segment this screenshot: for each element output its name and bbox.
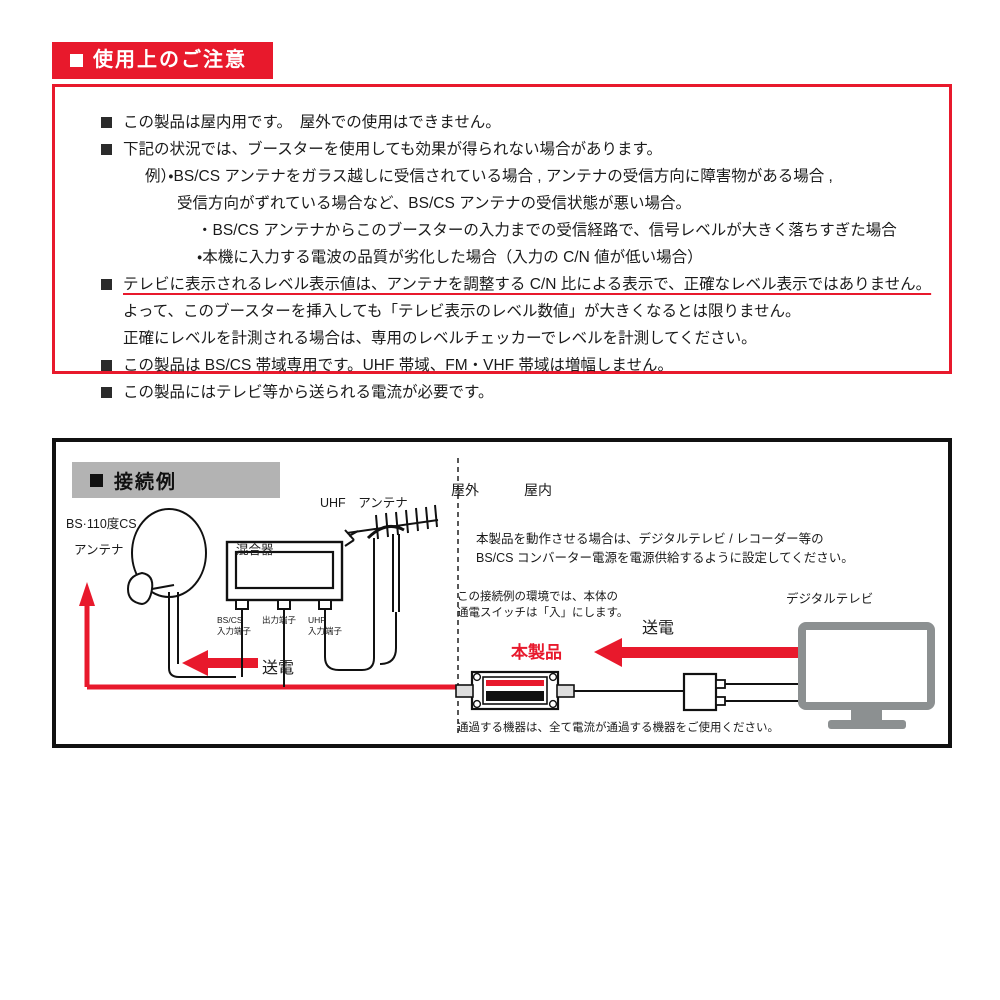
notice-line-10: この製品は BS/CS 帯域専用です。UHF 帯域、FM・VHF 帯域は増幅しま… bbox=[101, 352, 929, 379]
power-arrow-to-antenna-icon bbox=[79, 582, 95, 606]
info-text-line2: BS/CS コンバーター電源を電源供給するように設定してください。 bbox=[476, 551, 854, 565]
filled-square-icon bbox=[70, 54, 83, 67]
label-this-product: 本製品 bbox=[511, 643, 562, 662]
label-bs-antenna-line1: BS·110度CS bbox=[66, 517, 137, 531]
label-outdoor: 屋外 bbox=[451, 482, 479, 498]
notice-line-8: よって、このブースターを挿入しても「テレビ表示のレベル数値」が大きくなるとは限り… bbox=[123, 303, 801, 320]
switch-note-line1: この接続例の環境では、本体の bbox=[457, 591, 618, 603]
label-mixer: 混合器 bbox=[236, 543, 274, 557]
notice-header-banner: 使用上のご注意 bbox=[52, 42, 273, 79]
notice-line-7-underlined: テレビに表示されるレベル表示値は、アンテナを調整する C/N 比による表示で、正… bbox=[123, 276, 932, 293]
label-mixer-terminal-bscs-line2: 入力端子 bbox=[217, 626, 252, 636]
bs-cs-satellite-dish-icon bbox=[126, 508, 207, 652]
wall-outlet-icon bbox=[682, 672, 726, 712]
notice-line-11: この製品にはテレビ等から送られる電流が必要です。 bbox=[101, 379, 929, 406]
label-power-left: 送電 bbox=[262, 660, 295, 677]
label-digital-tv: デジタルテレビ bbox=[786, 592, 874, 606]
notice-line-1: この製品は屋内用です。 屋外での使用はできません。 bbox=[101, 109, 929, 136]
power-arrow-right-icon bbox=[594, 638, 858, 667]
booster-unit-icon bbox=[455, 670, 575, 711]
cable-uhf-to-mixer bbox=[354, 612, 397, 671]
bottom-note: 通過する機器は、全て電流が通過する機器をご使用ください。 bbox=[457, 722, 779, 734]
digital-tv-icon bbox=[798, 622, 935, 729]
notice-line-7: テレビに表示されるレベル表示値は、アンテナを調整する C/N 比による表示で、正… bbox=[101, 271, 932, 298]
label-mixer-terminal-uhf-line2: 入力端子 bbox=[308, 626, 343, 636]
notice-line-5: ・BS/CS アンテナからこのブースターの入力までの受信経路で、信号レベルが大き… bbox=[197, 222, 897, 239]
label-mixer-terminal-uhf-line1: UHF bbox=[308, 615, 326, 625]
filled-square-icon bbox=[90, 473, 103, 487]
cable-dish-to-mixer bbox=[168, 647, 236, 678]
usage-notice-section: 使用上のご注意 この製品は屋内用です。 屋外での使用はできません。 下記の状況で… bbox=[52, 42, 952, 401]
notice-body-box: この製品は屋内用です。 屋外での使用はできません。 下記の状況では、ブースターを… bbox=[52, 84, 952, 401]
notice-line-2: 下記の状況では、ブースターを使用しても効果が得られない場合があります。 bbox=[101, 136, 929, 163]
connection-example-section: 接続例 bbox=[52, 438, 952, 748]
notice-line-4: 受信方向がずれている場合など、BS/CS アンテナの受信状態が悪い場合。 bbox=[177, 195, 691, 212]
uhf-yagi-antenna-icon bbox=[344, 504, 439, 612]
power-arrow-to-booster-icon bbox=[526, 678, 551, 696]
notice-line-9: 正確にレベルを計測される場合は、専用のレベルチェッカーでレベルを計測してください… bbox=[123, 330, 757, 347]
cable-outlet-to-tv bbox=[725, 683, 798, 702]
label-uhf-antenna: UHF アンテナ bbox=[320, 496, 408, 510]
diagram-header-banner: 接続例 bbox=[72, 462, 280, 498]
label-indoor: 屋内 bbox=[524, 482, 552, 498]
notice-header-title: 使用上のご注意 bbox=[93, 49, 247, 71]
diagram-header-title: 接続例 bbox=[114, 471, 178, 493]
switch-note-line2: 通電スイッチは「入」にします。 bbox=[457, 607, 629, 619]
label-power-right: 送電 bbox=[642, 620, 675, 637]
label-mixer-terminal-bscs-line1: BS/CS bbox=[217, 615, 243, 625]
notice-line-3: 例）・BS/CS アンテナをガラス越しに受信されている場合 , アンテナの受信方… bbox=[145, 168, 833, 185]
info-text-line1: 本製品を動作させる場合は、デジタルテレビ / レコーダー等の bbox=[476, 532, 824, 546]
power-arrow-left-icon bbox=[182, 650, 258, 676]
connection-diagram: 接続例 bbox=[56, 442, 948, 744]
cable-mixer-terminals bbox=[241, 609, 354, 687]
label-bs-antenna-line2: アンテナ bbox=[74, 543, 124, 557]
notice-line-6: ・本機に入力する電波の品質が劣化した場合（入力の C/N 値が低い場合） bbox=[197, 249, 703, 266]
label-mixer-terminal-out: 出力端子 bbox=[262, 615, 297, 625]
